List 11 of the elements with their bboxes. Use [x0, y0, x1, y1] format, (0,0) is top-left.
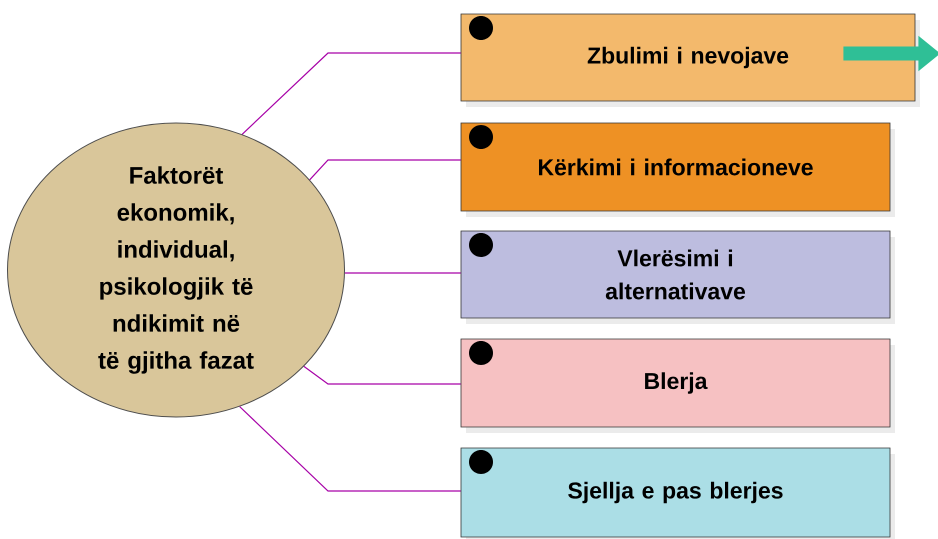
stage-box: Zbulimi i nevojave — [460, 14, 916, 102]
stage-box: Kërkimi i informacioneve — [460, 122, 890, 212]
ellipse-node: Faktorët ekonomik, individual, psikologjik të ndikimit në të gjitha fazat — [7, 122, 345, 418]
stage-box: Blerja — [460, 338, 890, 428]
connector-line — [345, 272, 461, 274]
connector-line — [242, 52, 461, 135]
stage-box: Sjellja e pas blerjes — [460, 448, 890, 538]
connector-line — [239, 406, 461, 492]
connector-line — [304, 366, 461, 385]
connector-line — [309, 159, 461, 180]
stage-box: Vlerësimi i alternativave — [460, 230, 890, 318]
